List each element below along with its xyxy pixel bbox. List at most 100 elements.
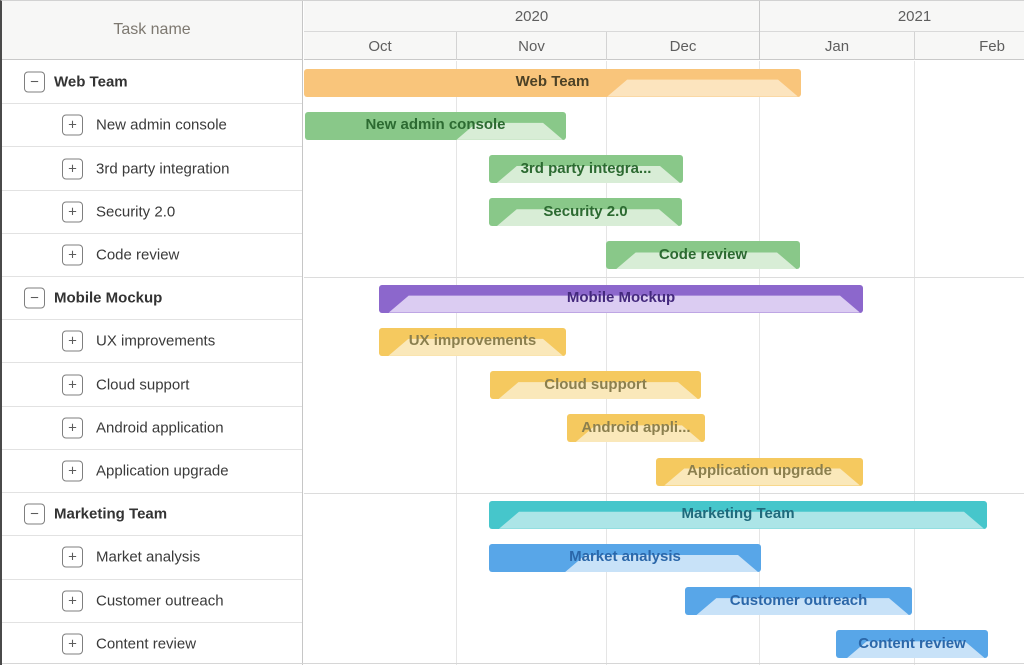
task-name-label: Marketing Team xyxy=(54,505,168,523)
month-header-feb: Feb xyxy=(914,32,1024,60)
group-separator-line xyxy=(304,277,1024,278)
gantt-bar-ux-improvements[interactable]: UX improvements xyxy=(379,327,566,356)
bar-label: Market analysis xyxy=(569,548,681,566)
task-name-label: Web Team xyxy=(54,73,128,91)
month-gridline xyxy=(606,61,607,665)
group-separator-line xyxy=(304,493,1024,494)
gantt-bar-application-upgrade[interactable]: Application upgrade xyxy=(656,457,863,486)
gantt-bar-web-team[interactable]: Web Team xyxy=(304,68,801,97)
task-row-market-analysis[interactable]: + Market analysis xyxy=(2,536,302,580)
task-row-ux-improvements[interactable]: + UX improvements xyxy=(2,320,302,364)
task-name-label: Market analysis xyxy=(96,548,201,566)
expand-toggle-icon[interactable]: + xyxy=(62,590,83,612)
gantt-bar-mobile-mockup[interactable]: Mobile Mockup xyxy=(379,284,863,313)
bar-label: Android appli... xyxy=(581,418,691,436)
bar-label: 3rd party integra... xyxy=(520,159,652,177)
expand-toggle-icon[interactable]: + xyxy=(62,417,83,439)
task-name-label: Content review xyxy=(96,635,197,653)
task-name-label: Cloud support xyxy=(96,376,190,394)
gantt-bar-marketing-team[interactable]: Marketing Team xyxy=(489,500,987,529)
expand-toggle-icon[interactable]: + xyxy=(62,546,83,568)
task-name-label: Mobile Mockup xyxy=(54,289,163,307)
expand-toggle-icon[interactable]: + xyxy=(62,633,83,655)
bar-label: Code review xyxy=(658,245,748,263)
task-row-customer-outreach[interactable]: + Customer outreach xyxy=(2,579,302,623)
gantt-bar-android-application[interactable]: Android appli... xyxy=(567,414,705,443)
month-gridline xyxy=(759,61,760,665)
bar-remaining-section xyxy=(846,641,985,659)
bar-remaining-section xyxy=(388,338,563,356)
year-header-row: 2020 2021 xyxy=(304,1,1024,31)
bar-remaining-section xyxy=(498,382,698,400)
task-list-header: Task name xyxy=(2,1,302,60)
month-gridline xyxy=(914,61,915,665)
bar-remaining-section xyxy=(456,122,563,140)
bar-remaining-section xyxy=(575,425,702,443)
gantt-bar-3rd-party-integration[interactable]: 3rd party integra... xyxy=(489,155,683,184)
bar-remaining-section xyxy=(664,468,860,486)
gantt-bar-new-admin-console[interactable]: New admin console xyxy=(305,111,566,140)
gantt-bar-security-2-0[interactable]: Security 2.0 xyxy=(489,198,682,227)
bar-remaining-section xyxy=(388,295,860,313)
expand-toggle-icon[interactable]: + xyxy=(62,374,83,396)
gantt-bar-content-review[interactable]: Content review xyxy=(836,630,988,659)
task-name-label: Android application xyxy=(96,419,224,437)
gantt-bar-customer-outreach[interactable]: Customer outreach xyxy=(685,587,912,616)
bar-remaining-section xyxy=(607,79,798,97)
bar-label: Application upgrade xyxy=(686,462,832,480)
expand-toggle-icon[interactable]: + xyxy=(62,460,83,482)
bar-remaining-section xyxy=(496,209,679,227)
month-gridline xyxy=(456,61,457,665)
task-row-cloud-support[interactable]: + Cloud support xyxy=(2,363,302,407)
bar-remaining-section xyxy=(496,166,680,184)
task-row-content-review[interactable]: + Content review xyxy=(2,622,302,665)
month-header-dec: Dec xyxy=(606,32,759,60)
task-name-label: UX improvements xyxy=(96,332,216,350)
task-name-label: Code review xyxy=(96,246,180,264)
gantt-bar-market-analysis[interactable]: Market analysis xyxy=(489,543,761,572)
task-row-new-admin-console[interactable]: + New admin console xyxy=(2,104,302,148)
expand-toggle-icon[interactable]: + xyxy=(62,158,83,180)
month-header-nov: Nov xyxy=(456,32,606,60)
bar-label: Content review xyxy=(858,634,966,652)
task-row-android-application[interactable]: + Android application xyxy=(2,406,302,450)
task-column-title: Task name xyxy=(113,21,191,38)
task-row-3rd-party-integration[interactable]: +3rd party integration xyxy=(2,147,302,191)
bar-label: Cloud support xyxy=(544,375,647,393)
bar-remaining-section xyxy=(615,252,797,270)
gantt-bar-code-review[interactable]: Code review xyxy=(606,241,800,270)
expand-toggle-icon[interactable]: + xyxy=(62,114,83,136)
year-divider-line xyxy=(759,1,760,60)
task-list-panel: Task name −Web Team+New admin console+3r… xyxy=(2,1,303,665)
task-name-label: Customer outreach xyxy=(96,592,224,610)
expand-toggle-icon[interactable]: + xyxy=(62,244,83,266)
bar-label: Web Team xyxy=(515,73,590,91)
task-name-label: Security 2.0 xyxy=(96,203,176,221)
bar-label: UX improvements xyxy=(408,332,537,350)
year-header-2021: 2021 xyxy=(759,1,1024,31)
bar-label: New admin console xyxy=(365,116,506,134)
bottom-border xyxy=(2,663,1024,664)
collapse-toggle-icon[interactable]: − xyxy=(24,287,45,309)
bar-label: Mobile Mockup xyxy=(566,289,676,307)
bar-label: Customer outreach xyxy=(729,591,868,609)
bar-label: Marketing Team xyxy=(681,505,795,523)
month-header-jan: Jan xyxy=(759,32,914,60)
task-row-web-team[interactable]: −Web Team xyxy=(2,61,302,105)
task-row-mobile-mockup[interactable]: −Mobile Mockup xyxy=(2,277,302,321)
task-row-security-2-0[interactable]: + Security 2.0 xyxy=(2,190,302,234)
task-row-application-upgrade[interactable]: +Application upgrade xyxy=(2,449,302,494)
collapse-toggle-icon[interactable]: − xyxy=(24,503,45,525)
expand-toggle-icon[interactable]: + xyxy=(62,330,83,352)
task-row-code-review[interactable]: + Code review xyxy=(2,233,302,278)
year-header-2020: 2020 xyxy=(514,7,549,25)
bar-remaining-section xyxy=(565,554,758,572)
task-name-label: New admin console xyxy=(96,116,227,134)
collapse-toggle-icon[interactable]: − xyxy=(24,71,45,93)
expand-toggle-icon[interactable]: + xyxy=(62,201,83,223)
gantt-bar-cloud-support[interactable]: Cloud support xyxy=(490,371,701,400)
task-row-marketing-team[interactable]: −Marketing Team xyxy=(2,493,302,537)
